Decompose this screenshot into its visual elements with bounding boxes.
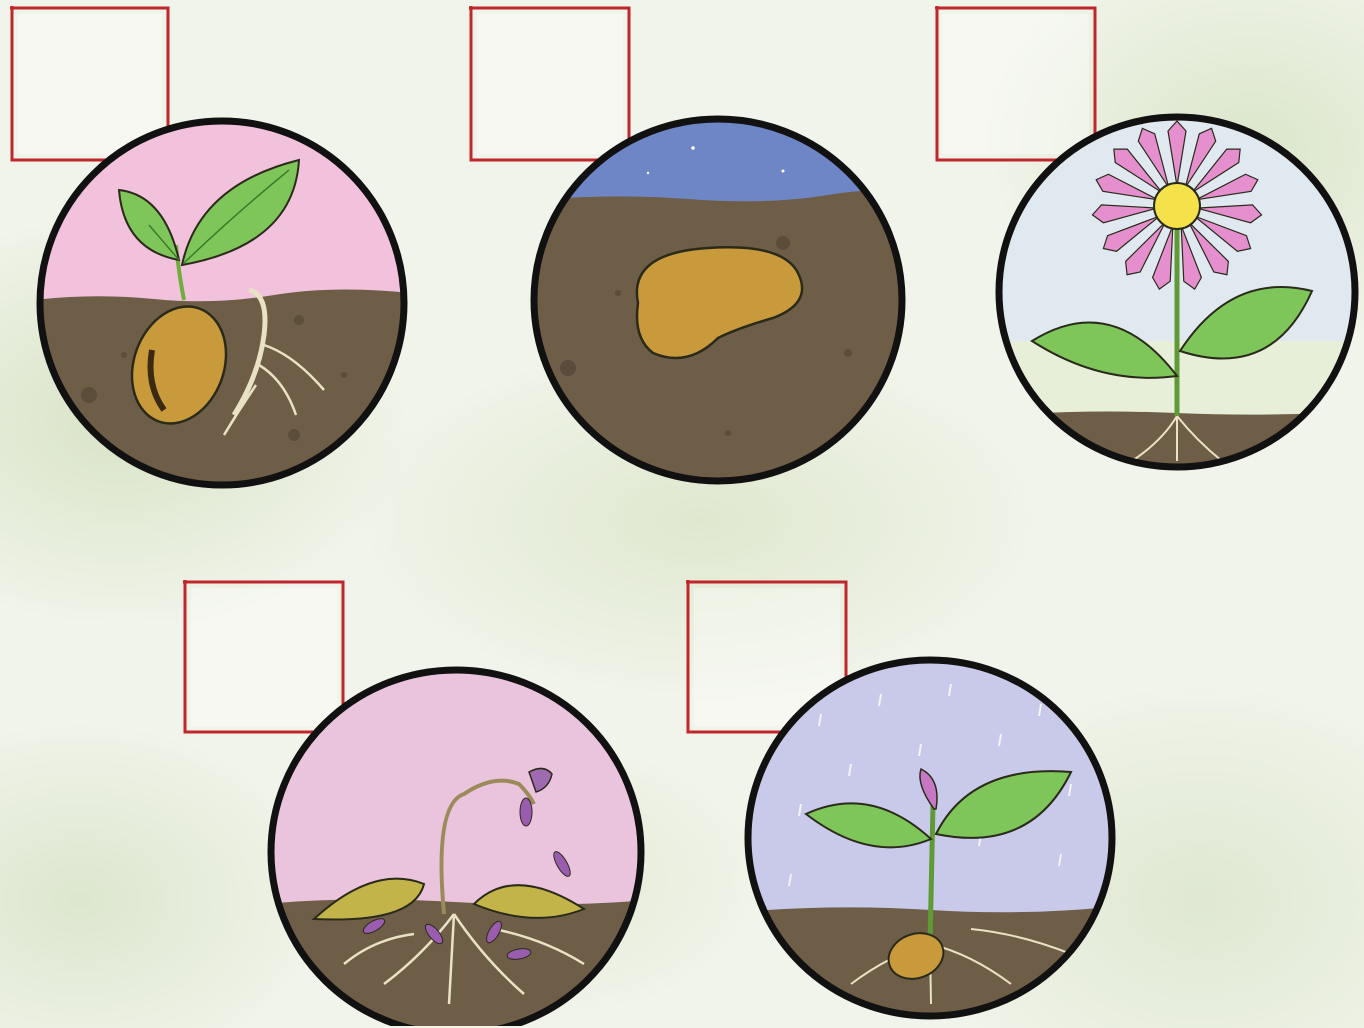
panel-sprouting-seed (34, 115, 410, 491)
panel-flowering-plant (992, 111, 1362, 473)
panel-seed-in-soil (528, 113, 908, 487)
panel-seedling-in-rain (741, 654, 1119, 1022)
panel-wilting-plant (264, 664, 648, 1026)
